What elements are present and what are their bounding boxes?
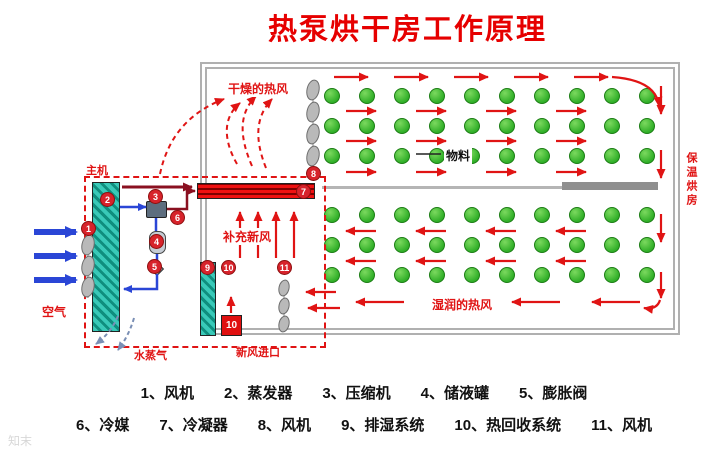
marker-1-fan: 1 xyxy=(81,221,96,236)
legend-item: 3、压缩机 xyxy=(322,385,391,402)
material-ball xyxy=(569,207,585,223)
material-ball xyxy=(324,267,340,283)
material-ball xyxy=(464,88,480,104)
material-ball xyxy=(464,237,480,253)
material-ball xyxy=(324,148,340,164)
label-main-unit: 主机 xyxy=(86,165,108,177)
material-ball xyxy=(394,88,410,104)
material-ball xyxy=(394,118,410,134)
material-ball xyxy=(569,88,585,104)
marker-6-refrigerant: 6 xyxy=(170,210,185,225)
material-ball xyxy=(359,237,375,253)
material-ball xyxy=(499,148,515,164)
material-ball xyxy=(359,118,375,134)
marker-4-tank: 4 xyxy=(149,234,164,249)
material-ball xyxy=(429,88,445,104)
watermark: 知末 xyxy=(8,434,33,448)
material-ball xyxy=(464,207,480,223)
material-ball xyxy=(639,237,655,253)
marker-3-compressor: 3 xyxy=(148,189,163,204)
legend-item: 10、热回收系统 xyxy=(454,417,562,434)
shelf-line xyxy=(322,186,658,189)
material-ball xyxy=(499,118,515,134)
material-ball xyxy=(534,88,550,104)
material-ball xyxy=(604,88,620,104)
label-fresh-air-inlet: 新风进口 xyxy=(236,347,280,359)
material-ball xyxy=(394,237,410,253)
legend-row-1: 1、风机 2、蒸发器 3、压缩机 4、储液罐 5、膨胀阀 xyxy=(0,382,728,403)
material-ball xyxy=(604,267,620,283)
material-ball xyxy=(429,148,445,164)
page-title: 热泵烘干房工作原理 xyxy=(268,14,548,46)
material-ball xyxy=(499,267,515,283)
material-ball xyxy=(639,207,655,223)
material-ball xyxy=(534,207,550,223)
legend-item: 9、排湿系统 xyxy=(341,417,425,434)
material-ball xyxy=(394,207,410,223)
legend-item: 7、冷凝器 xyxy=(159,417,228,434)
label-water-vapor: 水蒸气 xyxy=(134,350,167,362)
material-ball xyxy=(359,207,375,223)
marker-9-dehumidifier: 9 xyxy=(200,260,215,275)
material-ball xyxy=(464,118,480,134)
material-ball xyxy=(534,118,550,134)
material-ball xyxy=(534,237,550,253)
material-ball xyxy=(324,237,340,253)
legend-item: 4、储液罐 xyxy=(420,385,490,402)
material-ball xyxy=(429,118,445,134)
material-ball xyxy=(499,207,515,223)
material-ball xyxy=(359,88,375,104)
marker-5-valve: 5 xyxy=(147,259,162,274)
material-ball xyxy=(359,148,375,164)
legend-item: 6、冷媒 xyxy=(76,417,130,434)
material-ball xyxy=(639,88,655,104)
label-fresh-air-supplement: 补充新风 xyxy=(221,228,274,245)
material-ball xyxy=(569,148,585,164)
label-insulated-room: 保温烘房 xyxy=(685,152,697,208)
material-ball xyxy=(534,267,550,283)
legend-item: 1、风机 xyxy=(140,385,194,402)
legend-row-2: 6、冷媒 7、冷凝器 8、风机 9、排湿系统 10、热回收系统 11、风机 xyxy=(0,414,728,435)
material-ball xyxy=(324,207,340,223)
material-ball xyxy=(359,267,375,283)
material-ball xyxy=(569,118,585,134)
material-ball xyxy=(569,237,585,253)
material-ball xyxy=(604,118,620,134)
material-ball xyxy=(499,237,515,253)
label-material: 物料 xyxy=(444,147,473,164)
legend-item: 5、膨胀阀 xyxy=(519,385,588,402)
label-air-in: 空气 xyxy=(42,305,67,319)
material-ball xyxy=(429,237,445,253)
material-ball xyxy=(394,267,410,283)
label-humid-hot-air: 湿润的热风 xyxy=(430,296,495,313)
marker-7-condenser: 7 xyxy=(296,184,311,199)
material-ball xyxy=(604,237,620,253)
material-ball xyxy=(324,118,340,134)
shelf-block xyxy=(562,182,658,190)
material-ball xyxy=(604,148,620,164)
marker-2-evaporator: 2 xyxy=(100,192,115,207)
label-dry-hot-air: 干燥的热风 xyxy=(226,80,291,97)
material-ball xyxy=(429,267,445,283)
material-ball xyxy=(394,148,410,164)
legend-item: 8、风机 xyxy=(257,417,312,434)
material-ball xyxy=(324,88,340,104)
fresh-air-inlet-box: 10 xyxy=(221,315,242,336)
material-ball xyxy=(604,207,620,223)
marker-11-fan: 11 xyxy=(277,260,292,275)
material-ball xyxy=(639,118,655,134)
material-ball xyxy=(429,207,445,223)
material-ball xyxy=(639,267,655,283)
material-ball xyxy=(639,148,655,164)
material-ball xyxy=(534,148,550,164)
condenser-coil xyxy=(197,183,315,199)
legend-item: 2、蒸发器 xyxy=(223,385,293,402)
material-ball xyxy=(499,88,515,104)
material-ball xyxy=(569,267,585,283)
material-ball xyxy=(464,267,480,283)
marker-10-heat-recovery: 10 xyxy=(221,260,236,275)
marker-8-fan: 8 xyxy=(306,166,321,181)
legend-item: 11、风机 xyxy=(591,417,652,434)
